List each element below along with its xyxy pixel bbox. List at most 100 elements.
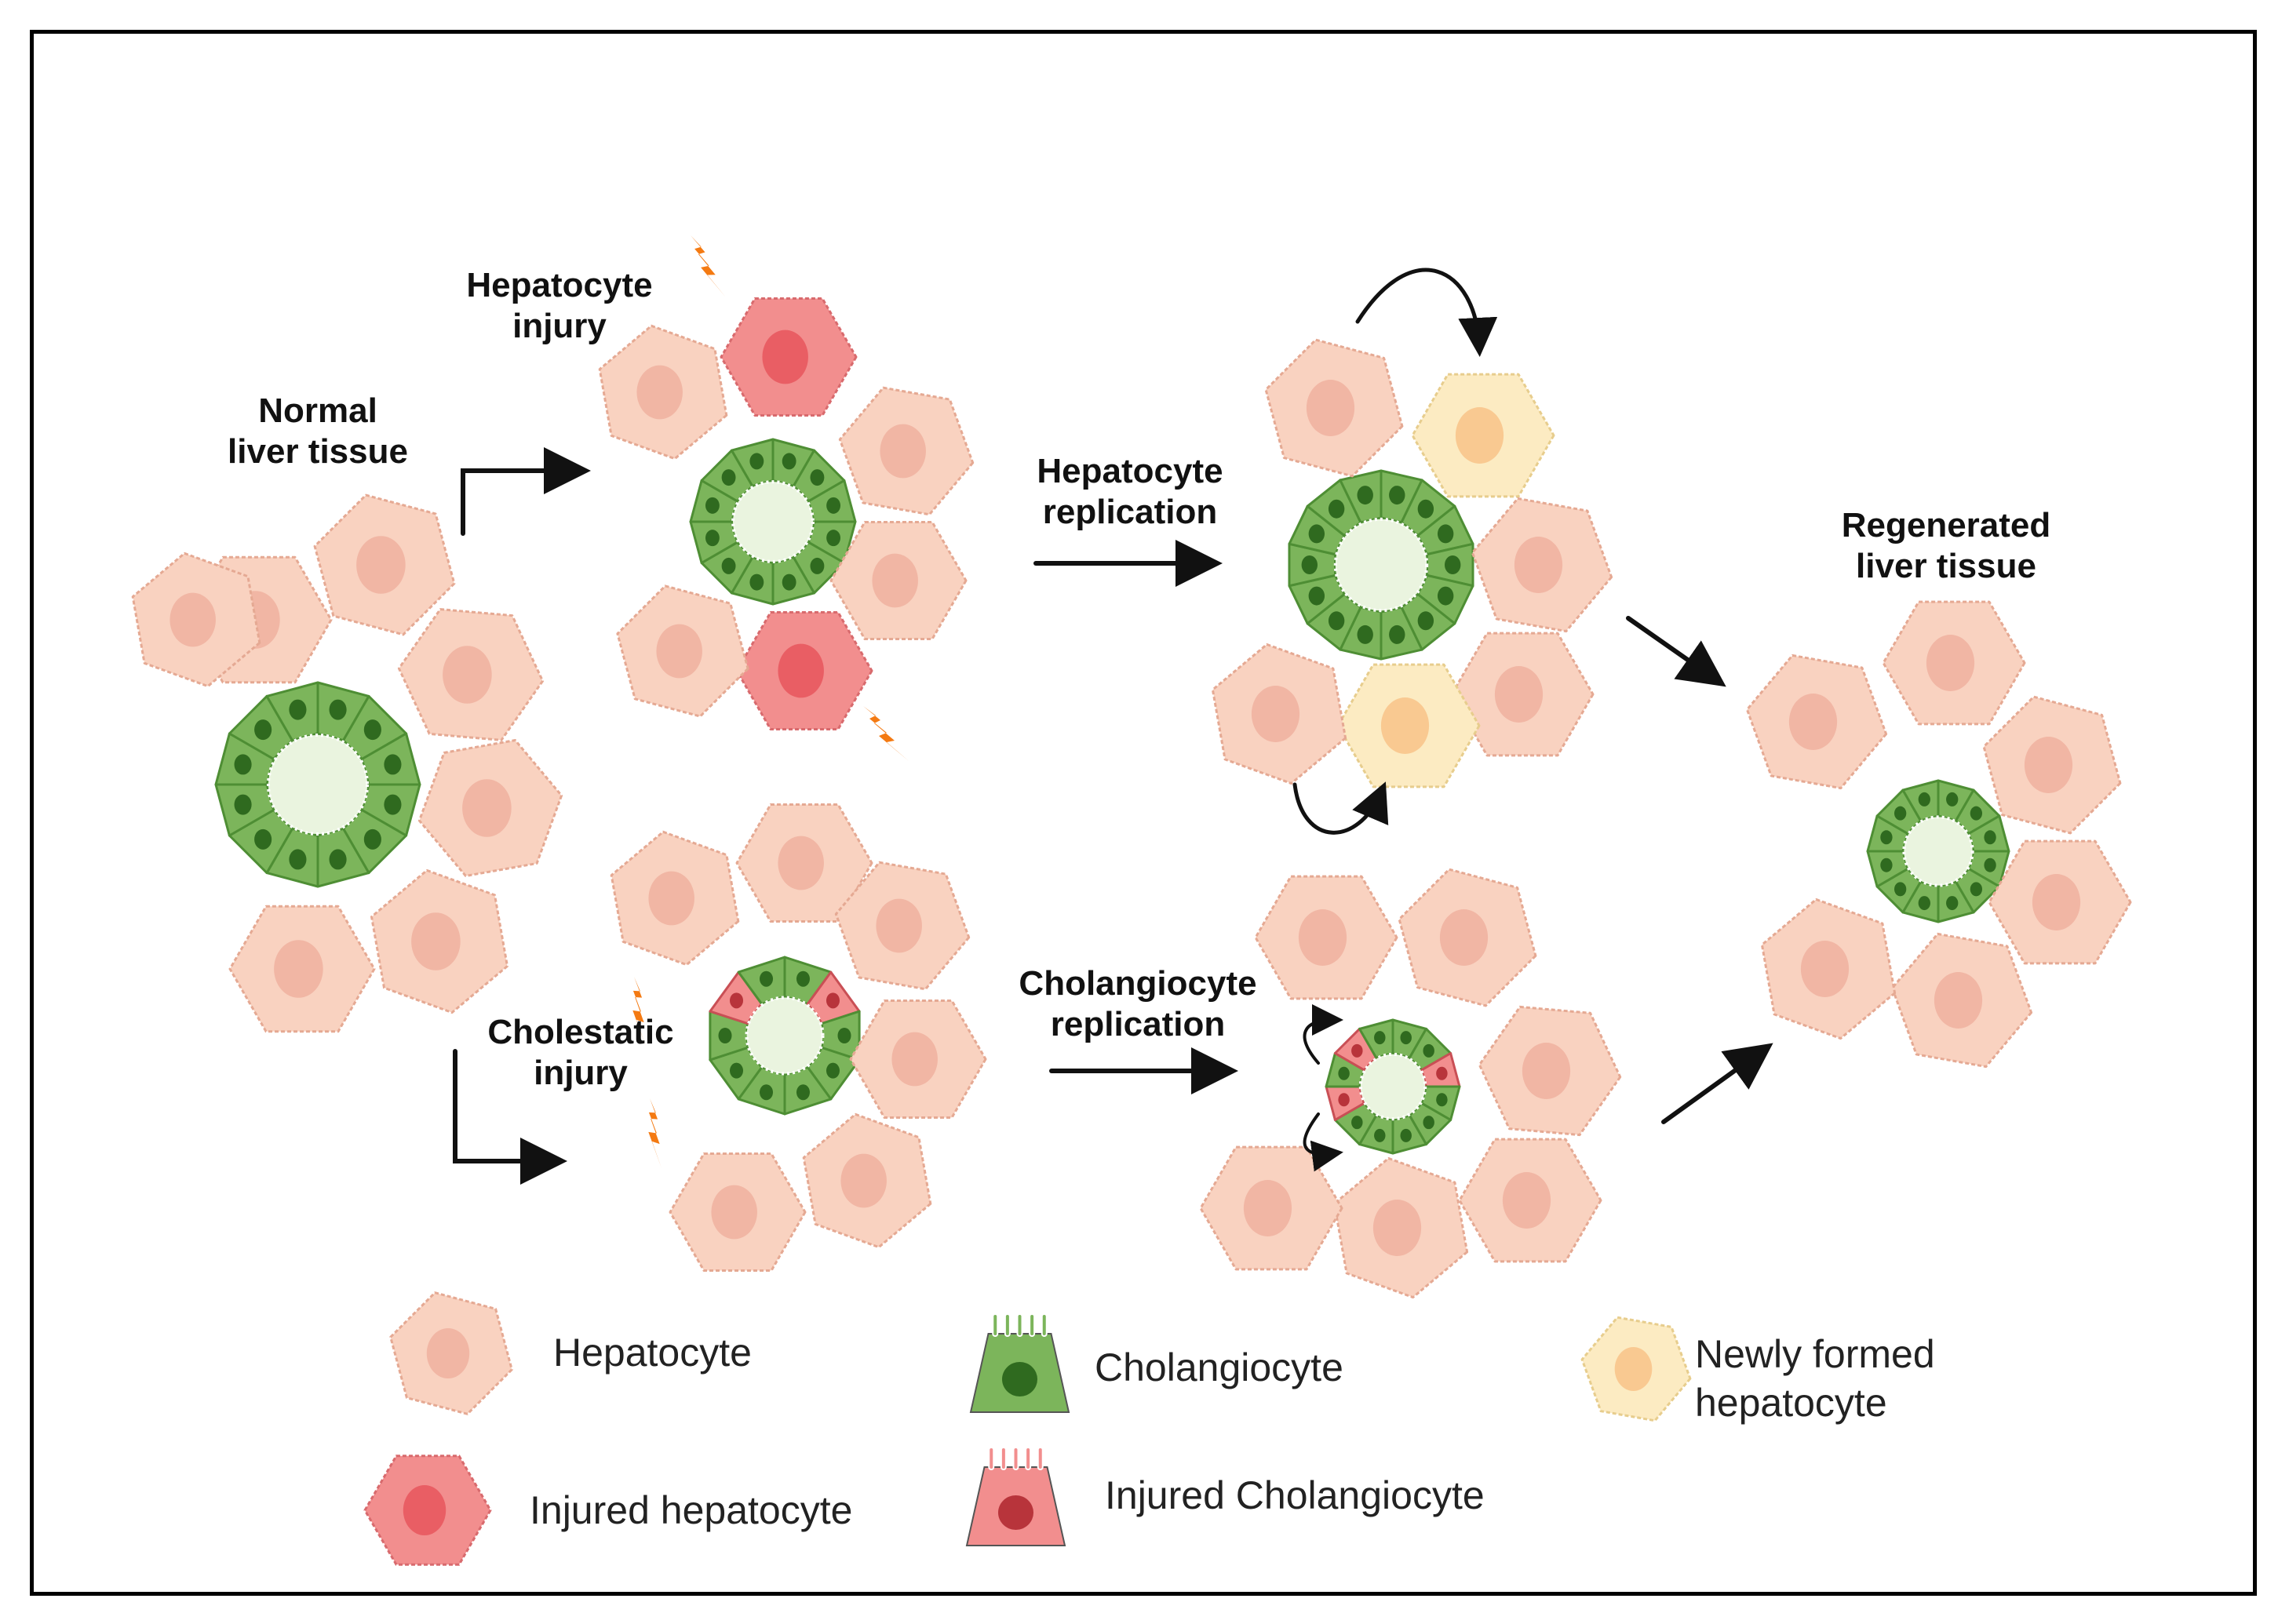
legend-injured-cholangiocyte-label: Injured Cholangiocyte [1105,1473,1485,1517]
hepatocyte [1982,695,2122,835]
replication-curved-arrow [1303,1004,1343,1065]
cholangiocyte-nucleus [782,453,796,470]
cholangiocyte-nucleus [826,1062,840,1079]
cholangiocyte-nucleus [1894,882,1907,897]
hepatocyte [417,739,563,877]
bile-duct [1325,1018,1461,1155]
hepatocyte [1988,839,2132,965]
hepatocyte [1211,643,1347,785]
cholangiocyte-nucleus [1308,524,1325,544]
injured-cholangiocyte-nucleus [1436,1066,1448,1080]
duct-lumen [745,996,825,1076]
injured-hepatocyte [720,297,858,417]
cholangiocyte-nucleus [1417,499,1434,519]
bile-duct [1866,779,2010,923]
injured-cholangiocyte-nucleus [826,992,840,1009]
cholangiocyte-nucleus [363,828,381,850]
hepatocyte [838,386,975,516]
cholangiocyte-nucleus [1970,806,1983,821]
cholangiocyte-nucleus [796,1084,810,1101]
hepatocyte [1254,875,1398,1000]
cholangiocyte-nucleus [329,849,347,870]
cholangiocyte-nucleus [1351,1116,1363,1130]
cholangiocyte-nucleus [329,699,347,720]
hepatocyte [849,1000,987,1119]
cholangiocyte-nucleus [1357,624,1373,644]
hepatocyte [669,1152,807,1272]
injured-cholangiocyte-nucleus [1351,1043,1363,1058]
replication-curved-arrow [1303,1112,1343,1172]
cholangiocyte-nucleus [1918,896,1930,911]
legend-cholangiocyte-icon [969,1313,1070,1413]
cholangiocyte-nucleus [760,970,774,987]
hepatocyte [1450,632,1595,757]
cholangiocyte-nucleus [1445,555,1461,574]
hepatocyte [1199,1145,1343,1271]
cholangiocyte-nucleus [1984,858,1996,872]
cholangiocyte-nucleus [1389,624,1405,644]
cholangiocyte-nucleus [718,1028,732,1043]
injured-hepatocyte [363,1455,492,1566]
duct-lumen [731,480,815,563]
injured-cholangiocyte-nucleus [1338,1093,1350,1107]
injured-hepatocyte [735,611,873,730]
hepatocyte [610,830,740,967]
cholangiocyte-nucleus [384,794,402,815]
cholangiocyte-nucleus [782,573,796,591]
cholangiocyte-nucleus [1338,1066,1350,1080]
hepatocyte [370,868,508,1014]
cholangiocyte-nucleus [254,828,272,850]
cholangiocyte-nucleus [1946,792,1959,807]
hepatocyte [313,493,456,636]
cholangiocyte-nucleus [1970,882,1983,897]
cholangiocyte-nucleus [1328,611,1345,631]
legend-cholangiocyte-label: Cholangiocyte [1095,1345,1343,1389]
cholangiocyte-nucleus [826,530,841,547]
cholangiocyte-nucleus [1400,1031,1412,1045]
cholangiocyte-nucleus [1984,830,1996,845]
cholangiocyte-nucleus [810,557,825,574]
cholangiocyte-nucleus [234,794,252,815]
cholangiocyte-nucleus [234,754,252,775]
cholangiocyte-nucleus [289,699,307,720]
cholangiocyte-nucleus [384,754,402,775]
cholangiocyte-nucleus [1357,486,1373,505]
lightning-bolt-icon [648,1098,662,1169]
cholangiocyte-nucleus [1423,1043,1434,1058]
hepatocyte [131,552,261,688]
duct-lumen [266,733,370,836]
cholangiocyte-nucleus [730,1062,744,1079]
newly-formed-hepatocyte [1411,373,1555,498]
cholangiocyte-nucleus [289,849,307,870]
newly-formed-hepatocyte [1336,663,1481,788]
cholangiocyte-nucleus [1301,555,1318,574]
hepatocyte [228,905,376,1033]
hepatocyte [829,521,968,640]
replication-curved-arrow [1292,781,1389,835]
cholangiocyte-nucleus [721,469,736,486]
cholangiocyte-nucleus [796,970,810,987]
cholangiocyte-nucleus [749,573,764,591]
cholangiocyte-nucleus [749,453,764,470]
bile-duct [709,956,861,1116]
legend-injured-cholangiocyte-icon [965,1447,1066,1546]
flow-arrow-to-hepatocyte-injury [461,447,591,536]
cholangiocyte-nucleus [837,1028,851,1043]
hepatocyte [1745,654,1888,790]
lightning-bolt-icon [691,235,726,298]
cholangiocyte-nucleus [363,719,381,741]
cholangiocyte-nucleus [1946,896,1959,911]
cholangiocyte-nucleus [1437,586,1454,606]
cholangiocyte-nucleus [1436,1093,1448,1107]
cholangiocyte-nucleus [1894,806,1907,821]
newly-formed-hepatocyte [1580,1316,1692,1422]
hepatocyte [1882,600,2026,726]
bile-duct [214,681,421,888]
hepatocyte [735,803,873,923]
